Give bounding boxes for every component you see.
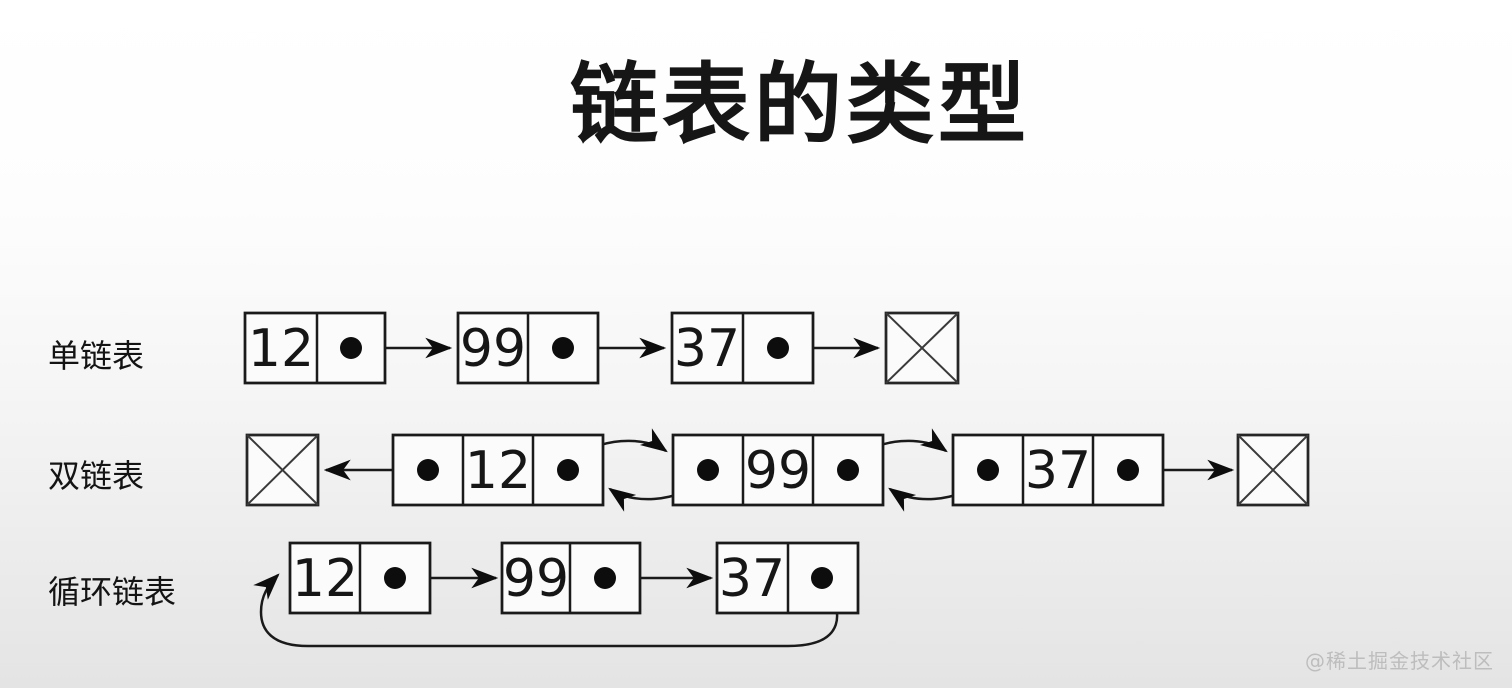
page-title: 链表的类型 xyxy=(569,53,1031,156)
node-value: 37 xyxy=(674,319,740,379)
watermark: @稀土掘金技术社区 xyxy=(1305,649,1494,673)
null-head-box xyxy=(245,433,320,507)
null-x-diagonal xyxy=(885,312,959,384)
doubly-linked-list-row: 12 99 37 xyxy=(245,428,1310,512)
pointer-dot xyxy=(837,459,859,481)
null-terminator-box xyxy=(884,311,960,385)
pointer-dot xyxy=(552,337,574,359)
pointer-dot xyxy=(767,337,789,359)
pointer-dot xyxy=(594,567,616,589)
pointer-dot xyxy=(384,567,406,589)
loop-back-arrow xyxy=(253,573,839,648)
node-value: 12 xyxy=(292,549,358,609)
row-label-singly-list: 单链表 xyxy=(48,337,145,375)
null-x-diagonal xyxy=(246,434,319,506)
row-label-circular-list: 循环链表 xyxy=(48,573,177,611)
node-value: 99 xyxy=(460,319,526,379)
null-tail-box xyxy=(1236,433,1310,507)
pointer-dot xyxy=(557,459,579,481)
row-label-doubly-list: 双链表 xyxy=(48,457,145,495)
node-value: 37 xyxy=(719,549,785,609)
pointer-dot xyxy=(977,459,999,481)
pointer-dot xyxy=(1117,459,1139,481)
node-value: 12 xyxy=(248,319,314,379)
singly-linked-list-row: 12 99 37 xyxy=(243,311,960,385)
pointer-dot xyxy=(417,459,439,481)
pointer-dot xyxy=(811,567,833,589)
node-value: 99 xyxy=(503,549,569,609)
node-value: 99 xyxy=(745,441,811,501)
node-value: 37 xyxy=(1025,441,1091,501)
pointer-dot xyxy=(697,459,719,481)
node-value: 12 xyxy=(465,441,531,501)
null-x-diagonal xyxy=(1237,434,1309,506)
circular-linked-list-row: 12 99 37 xyxy=(253,541,860,648)
pointer-dot xyxy=(340,337,362,359)
